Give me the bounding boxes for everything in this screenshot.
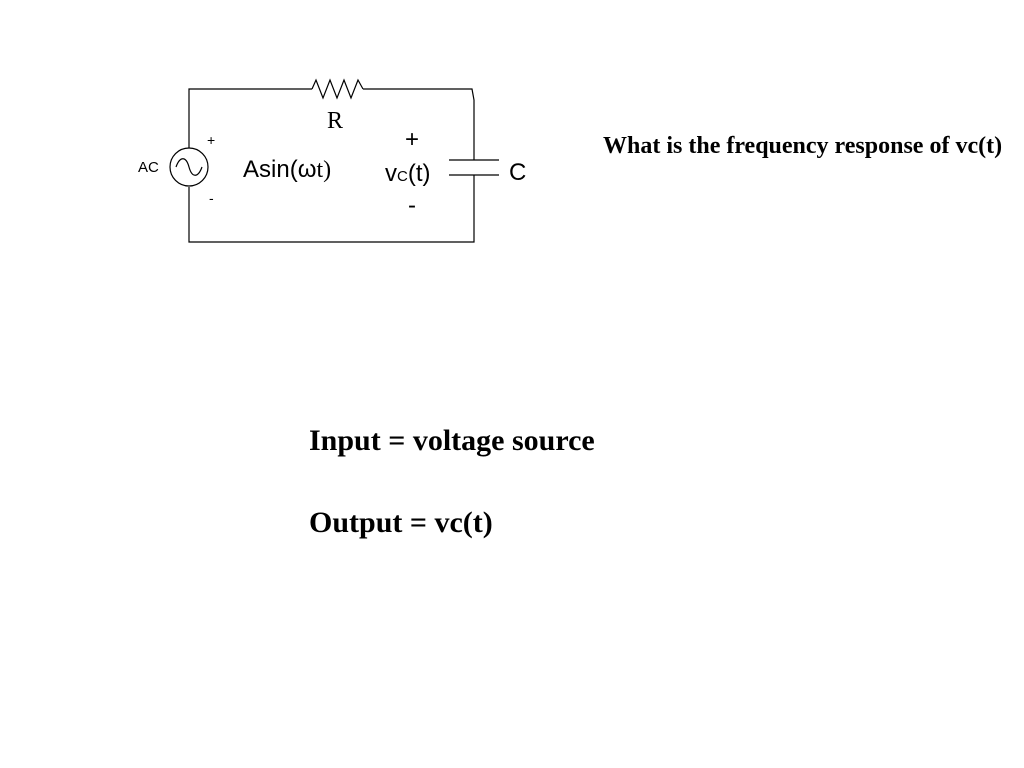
input-statement: Input = voltage source	[309, 424, 595, 457]
source-expression-t: t)	[316, 157, 331, 183]
output-statement: Output = vc(t)	[309, 506, 493, 539]
ac-source-symbol	[169, 147, 209, 187]
sine-wave-icon	[175, 158, 203, 176]
resistor-symbol	[311, 78, 364, 100]
vc-minus-sign: -	[408, 192, 416, 219]
source-expression: Asin(ωt)	[243, 156, 331, 183]
vc-label: vC(t)	[385, 160, 431, 187]
vc-plus-sign: +	[405, 126, 419, 153]
wire-top-right	[363, 88, 475, 160]
wire-bottom	[188, 175, 475, 243]
capacitor-symbol	[449, 159, 499, 176]
vc-argument: (t)	[408, 160, 431, 187]
vc-variable: v	[385, 160, 397, 187]
source-expression-prefix: Asin(	[243, 156, 298, 183]
ac-source-label: AC	[138, 159, 159, 176]
question-text: What is the frequency response of vc(t)	[603, 133, 1003, 159]
capacitor-label: C	[509, 159, 526, 186]
source-minus-sign: -	[209, 190, 214, 206]
vc-subscript: C	[397, 168, 408, 185]
source-expression-omega: ω	[298, 156, 317, 183]
circuit-wires	[188, 88, 475, 243]
source-plus-sign: +	[207, 132, 215, 148]
resistor-label: R	[327, 108, 343, 134]
wire-top-left	[188, 88, 312, 160]
